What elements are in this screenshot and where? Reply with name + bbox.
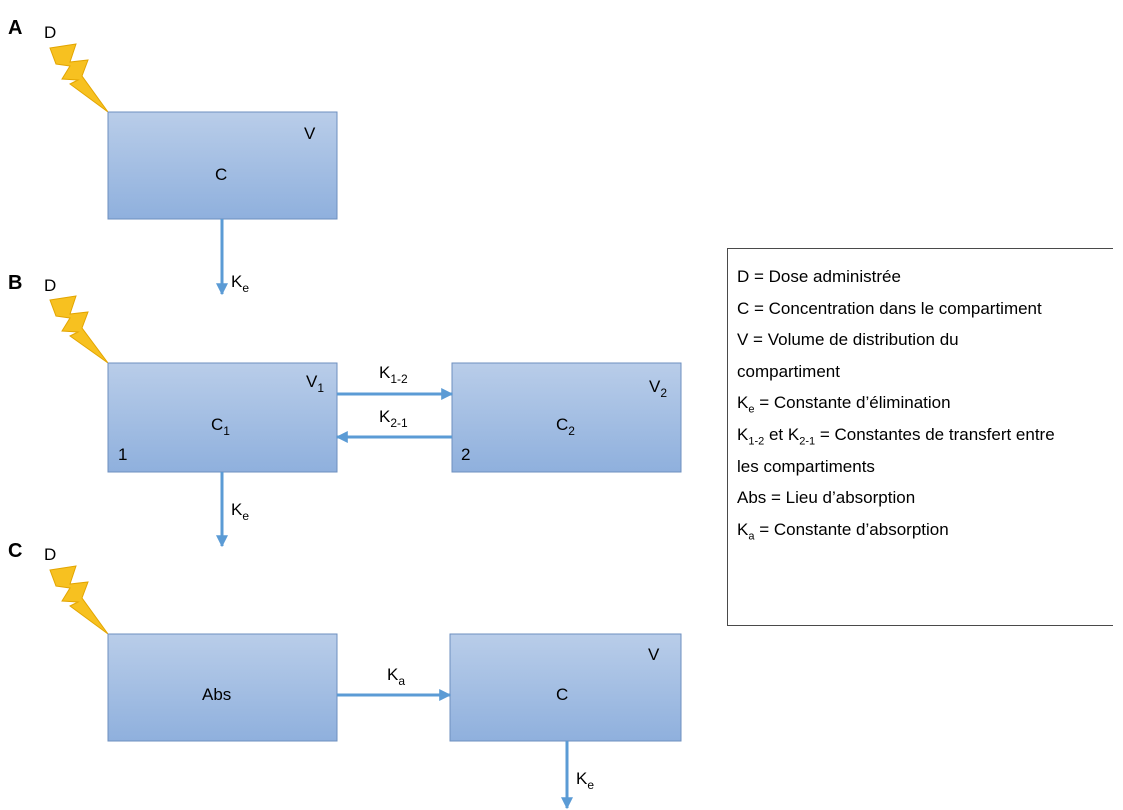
elimination-constant-a: Ke (231, 272, 249, 295)
concentration-label-c: C (556, 685, 568, 704)
dose-label-a: D (44, 23, 56, 42)
dose-label-b: D (44, 276, 56, 295)
compartment-box-c (449, 633, 682, 742)
lightning-bolt-icon (49, 295, 109, 364)
panel-label-a: A (8, 17, 22, 39)
legend-elimination: Ke = Constante d’élimination (737, 393, 951, 416)
lightning-bolt-icon (49, 565, 109, 635)
legend-volume-cont: compartiment (737, 361, 840, 381)
lightning-bolt-icon (49, 43, 109, 113)
concentration-label-a: C (215, 165, 227, 184)
elimination-constant-b: Ke (231, 500, 249, 523)
absorption-constant: Ka (387, 665, 405, 688)
concentration-label-b2: C2 (556, 415, 575, 438)
panel-label-c: C (8, 540, 22, 562)
elimination-constant-c: Ke (576, 769, 594, 792)
legend-concentration: C = Concentration dans le compartiment (737, 298, 1042, 318)
compartment-number-1: 1 (118, 445, 127, 464)
concentration-label-b1: C1 (211, 415, 230, 438)
legend-dose: D = Dose administrée (737, 267, 901, 286)
compartment-box-b2 (451, 362, 682, 473)
volume-label-c: V (648, 645, 660, 664)
legend-transfer-cont: les compartiments (737, 456, 875, 476)
dose-label-c: D (44, 545, 56, 564)
legend-absorption-constant: Ka = Constante d’absorption (737, 519, 949, 543)
absorption-box (107, 633, 338, 742)
volume-label-a: V (304, 124, 316, 143)
volume-label-b1: V1 (306, 372, 324, 395)
transfer-constant-2-1: K2-1 (379, 407, 408, 430)
legend-absorption-site: Abs = Lieu d’absorption (737, 488, 916, 508)
legend-volume: V = Volume de distribution du (737, 330, 959, 350)
absorption-label: Abs (202, 685, 231, 704)
compartment-box-b1 (107, 362, 338, 473)
legend-transfer: K1-2 et K2-1 = Constantes de transfert e… (737, 424, 1055, 448)
compartment-box-a (107, 111, 338, 220)
legend-box: D = Dose administrée C = Concentration d… (727, 248, 1113, 626)
panel-label-b: B (8, 272, 22, 294)
volume-label-b2: V2 (649, 377, 667, 400)
compartment-number-2: 2 (461, 445, 470, 464)
transfer-constant-1-2: K1-2 (379, 363, 408, 386)
